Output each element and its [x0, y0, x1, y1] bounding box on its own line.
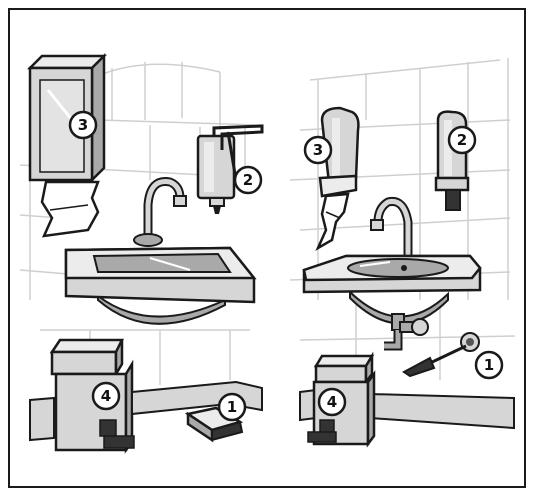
svg-text:2: 2 [243, 171, 253, 189]
svg-text:3: 3 [78, 116, 88, 134]
badge-right-soap-dispenser: 2 [449, 127, 475, 153]
svg-text:1: 1 [484, 356, 494, 374]
svg-text:1: 1 [227, 398, 237, 416]
badge-right-towel-dispenser: 3 [305, 137, 331, 163]
badge-left-soap-dispenser: 2 [235, 167, 261, 193]
badge-left-towel-dispenser: 3 [70, 112, 96, 138]
badge-right-knee-lever: 1 [476, 352, 502, 378]
svg-text:4: 4 [101, 387, 111, 405]
badge-right-waste-bin: 4 [319, 389, 345, 415]
svg-text:3: 3 [313, 141, 323, 159]
svg-text:4: 4 [327, 393, 337, 411]
svg-text:2: 2 [457, 131, 467, 149]
badge-left-foot-pedal: 1 [219, 394, 245, 420]
badge-left-waste-bin: 4 [93, 383, 119, 409]
